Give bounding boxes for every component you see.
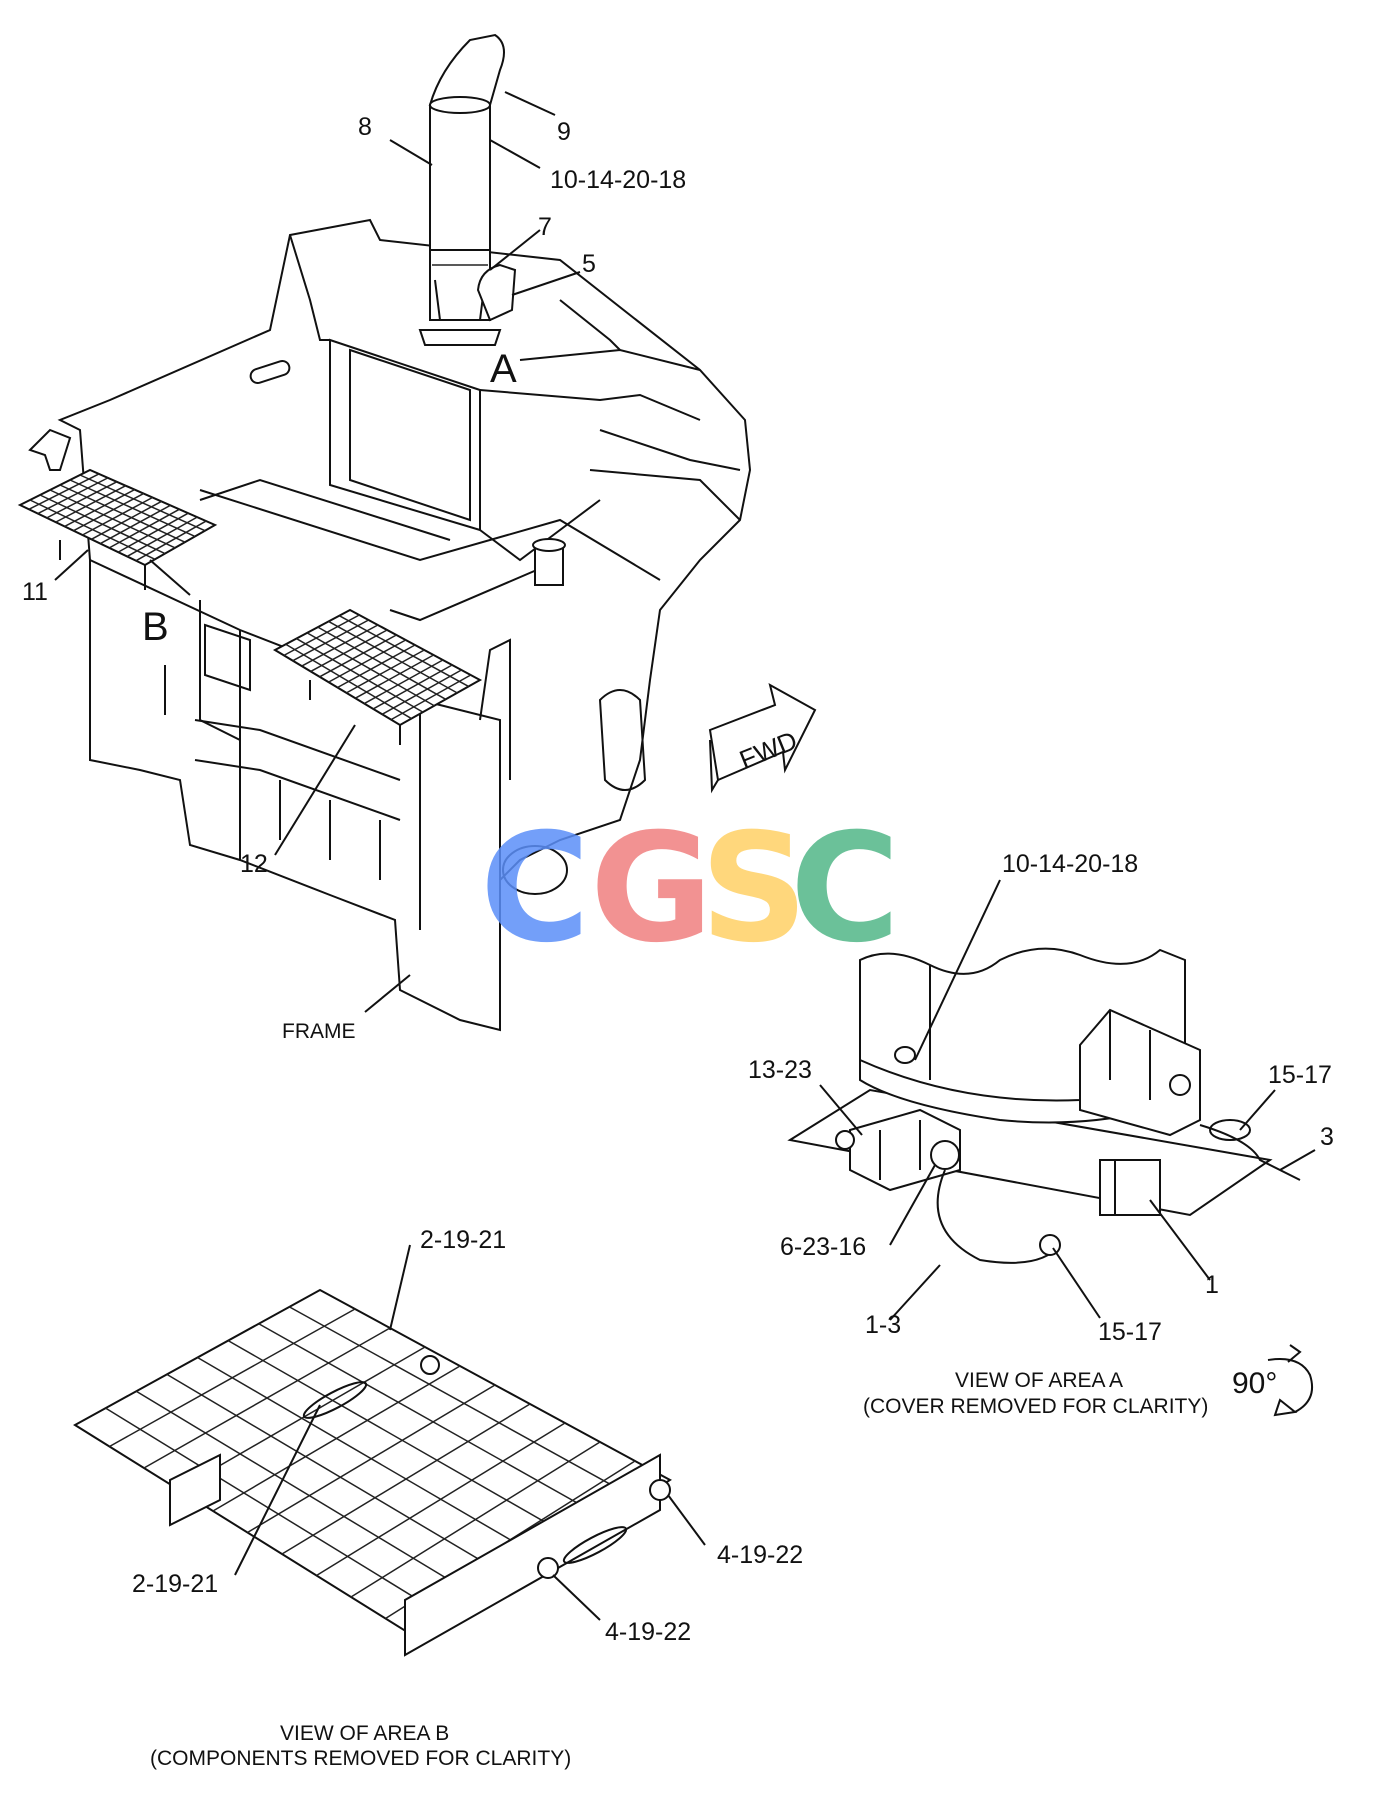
watermark-letter-s: S <box>700 802 808 976</box>
step-grating-11-drawing <box>17 468 218 590</box>
watermark-letter-c2: C <box>790 802 900 976</box>
callout-10-14-20-18-top: 10-14-20-18 <box>550 166 686 194</box>
area-b-marker: B <box>142 605 169 649</box>
callout-a-13-23: 13-23 <box>748 1056 812 1084</box>
machine-frame-drawing <box>28 218 752 1032</box>
callout-a-15-17-upper: 15-17 <box>1268 1061 1332 1089</box>
frame-label: FRAME <box>282 1020 356 1043</box>
callout-9: 9 <box>557 118 571 146</box>
callout-a-15-17-lower: 15-17 <box>1098 1318 1162 1346</box>
watermark-letter-c1: C <box>480 802 590 976</box>
callout-5: 5 <box>582 250 596 278</box>
view-area-a-drawing <box>787 947 1301 1264</box>
callout-leaders <box>54 91 1316 1621</box>
step-grating-12-drawing <box>272 608 483 745</box>
cgsc-watermark: C G S C <box>480 802 900 976</box>
callout-7: 7 <box>538 213 552 241</box>
view-b-caption-note: (COMPONENTS REMOVED FOR CLARITY) <box>150 1747 571 1770</box>
area-a-marker: A <box>490 347 517 391</box>
callout-a-1: 1 <box>1205 1271 1219 1299</box>
view-b-callouts: 2-19-21 2-19-21 4-19-22 4-19-22 VIEW OF … <box>132 1226 803 1770</box>
callout-b-4-19-22-right: 4-19-22 <box>717 1541 803 1569</box>
rotation-90-icon <box>1267 1344 1314 1417</box>
view-area-b-drawing <box>73 1288 672 1657</box>
exhaust-stack-drawing <box>418 33 517 346</box>
callout-8: 8 <box>358 113 372 141</box>
forward-arrow-icon <box>708 683 817 794</box>
callout-a-10-14-20-18: 10-14-20-18 <box>1002 850 1138 878</box>
callout-b-2-19-21-lower: 2-19-21 <box>132 1570 218 1598</box>
view-a-caption-note: (COVER REMOVED FOR CLARITY) <box>863 1395 1208 1418</box>
callout-a-3: 3 <box>1320 1123 1334 1151</box>
view-a-caption-title: VIEW OF AREA A <box>955 1369 1123 1392</box>
callout-a-1-3: 1-3 <box>865 1311 901 1339</box>
view-a-callouts: 10-14-20-18 13-23 15-17 3 6-23-16 1 1-3 … <box>748 850 1334 1418</box>
callout-12: 12 <box>240 850 268 878</box>
callout-b-4-19-22-lower: 4-19-22 <box>605 1618 691 1646</box>
callout-a-6-23-16: 6-23-16 <box>780 1233 866 1261</box>
callout-11: 11 <box>22 578 48 606</box>
watermark-letter-g: G <box>590 802 713 976</box>
callout-b-2-19-21-upper: 2-19-21 <box>420 1226 506 1254</box>
view-b-caption-title: VIEW OF AREA B <box>280 1722 449 1745</box>
rotation-90-label: 90° <box>1232 1367 1277 1400</box>
